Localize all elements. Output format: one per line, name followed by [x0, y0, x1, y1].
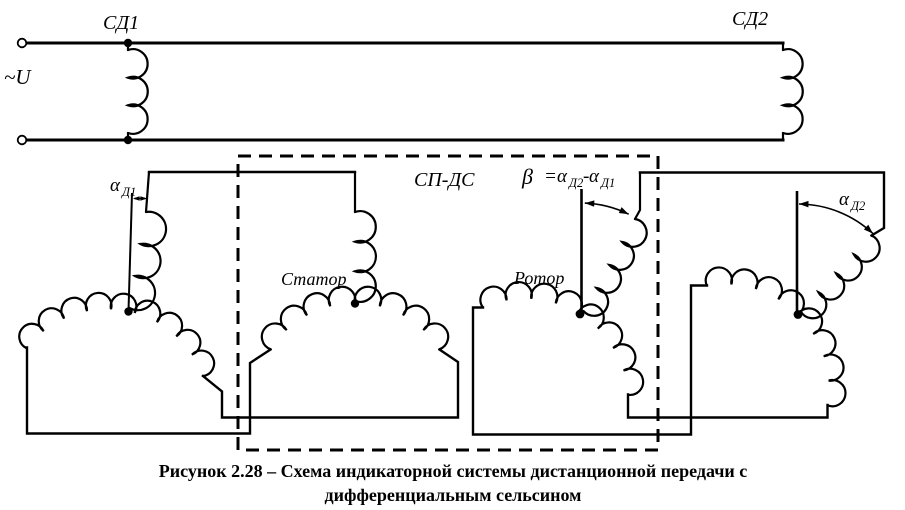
diff-stator-coil — [351, 210, 377, 303]
wire-sd1-diff-right-link — [201, 347, 460, 419]
sd2-label: СД2 — [732, 8, 768, 30]
sd2-angle-arrowhead-left — [799, 200, 809, 208]
junction-dot-bus-top — [123, 38, 133, 48]
junction-dot-sd1-star — [124, 307, 133, 316]
diff-rotor-crown — [479, 280, 645, 396]
figure-caption-line1: Рисунок 2.28 – Схема индикаторной систем… — [159, 461, 748, 481]
diff-rotor-coil — [582, 217, 648, 317]
diff-rotor-coil-lead — [633, 171, 642, 221]
supply-terminal-bottom — [16, 134, 28, 146]
junction-dot-diff-stator-star — [350, 299, 360, 308]
rotor-label: Ротор — [513, 268, 564, 288]
sd2-excitation-coil — [779, 48, 804, 135]
sd1-rotor-coil-lead — [144, 170, 151, 214]
ac-voltage-label: ~U — [4, 65, 32, 89]
diff-stator-crown — [260, 285, 450, 351]
sd2-angle-arrowhead-right — [863, 224, 873, 234]
sp-ds-label: СП-ДС — [414, 169, 475, 191]
sd2-stator-crown — [704, 266, 847, 408]
wire-sd1-diff-left-link — [25, 346, 273, 435]
sd1-label: СД1 — [103, 12, 139, 34]
wire-diff-sd2-left-link — [471, 284, 709, 436]
wire-diff-sd2-right-link — [626, 393, 829, 419]
sd1-stator-crown — [18, 291, 216, 378]
sd1-excitation-coil — [124, 48, 149, 135]
sd1-angle-arrowhead-left — [133, 196, 140, 201]
stator-label: Статор — [281, 269, 346, 289]
sd2-rotor-coil — [799, 234, 881, 320]
differential-dashed-box — [236, 154, 660, 452]
sd1-angle-arrowhead-right — [140, 196, 147, 201]
sd1-reference-line — [127, 192, 133, 312]
beta-angle-arrowhead-left — [584, 200, 595, 207]
junction-dot-diff-rotor-star — [575, 309, 585, 319]
figure-caption-line2: дифференциальным сельсином — [325, 485, 582, 505]
wire-diff-to-sd2-top — [638, 171, 886, 238]
junction-dot-sd2-star — [793, 310, 803, 319]
beta-angle-arrowhead-right — [618, 207, 629, 215]
sd1-rotor-coil — [128, 210, 168, 312]
junction-dot-bus-bottom — [123, 135, 133, 145]
supply-terminal-top — [16, 37, 28, 49]
